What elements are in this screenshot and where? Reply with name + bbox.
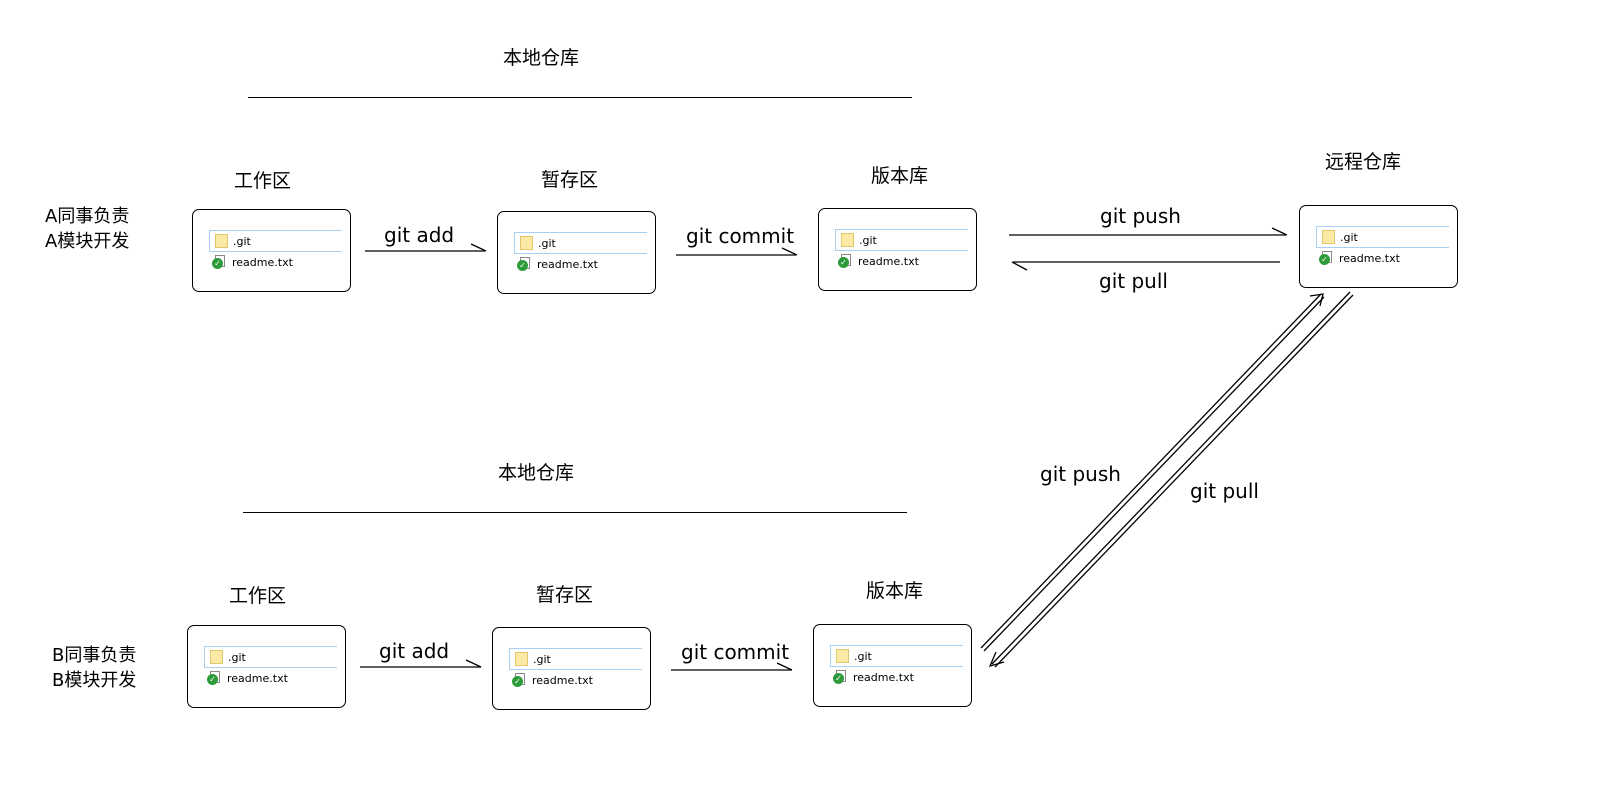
readme-row: readme.txt	[830, 667, 963, 687]
repository-a-box: .git readme.txt	[818, 208, 977, 291]
git-dir-name: .git	[854, 649, 872, 663]
readme-name: readme.txt	[537, 257, 598, 271]
owner-b-label: B同事负责 B模块开发	[52, 643, 136, 693]
git-dir-name: .git	[1340, 230, 1358, 244]
git-dir-row: .git	[514, 232, 647, 254]
readme-name: readme.txt	[532, 673, 593, 687]
git-add-b-arrow	[360, 659, 482, 668]
text-file-check-icon	[833, 670, 847, 684]
git-dir-name: .git	[233, 234, 251, 248]
text-file-check-icon	[1319, 251, 1333, 265]
git-push-a-label: git push	[1100, 204, 1181, 228]
git-push-b-label: git push	[1040, 462, 1121, 486]
readme-row: readme.txt	[204, 668, 337, 688]
readme-row: readme.txt	[509, 670, 642, 690]
remote-repo-box: .git readme.txt	[1299, 205, 1458, 288]
folder-icon	[1322, 230, 1335, 244]
git-dir-name: .git	[228, 650, 246, 664]
owner-b-line2: B模块开发	[52, 670, 137, 691]
folder-icon	[520, 236, 533, 250]
staging-area-a-box: .git readme.txt	[497, 211, 656, 294]
readme-name: readme.txt	[853, 670, 914, 684]
git-add-a-label: git add	[384, 223, 455, 247]
text-file-check-icon	[512, 673, 526, 687]
git-dir-row: .git	[204, 646, 337, 668]
git-add-b-label: git add	[379, 639, 450, 663]
git-push-b-arrow	[980, 293, 1325, 652]
local-repo-a-divider	[248, 97, 912, 98]
work-area-b-label: 工作区	[229, 585, 287, 607]
git-dir-name: .git	[533, 652, 551, 666]
git-dir-row: .git	[509, 648, 642, 670]
folder-icon	[515, 652, 528, 666]
folder-icon	[210, 650, 223, 664]
text-file-check-icon	[517, 257, 531, 271]
readme-row: readme.txt	[1316, 248, 1449, 268]
text-file-check-icon	[207, 671, 221, 685]
readme-row: readme.txt	[835, 251, 968, 271]
readme-name: readme.txt	[858, 254, 919, 268]
git-add-a-arrow	[365, 243, 487, 252]
git-commit-b-arrow	[671, 662, 793, 671]
git-pull-a-arrow	[1011, 261, 1280, 271]
work-area-b-box: .git readme.txt	[187, 625, 346, 708]
repository-b-box: .git readme.txt	[813, 624, 972, 707]
readme-name: readme.txt	[227, 671, 288, 685]
git-dir-name: .git	[538, 236, 556, 250]
git-commit-a-label: git commit	[686, 224, 795, 248]
owner-b-line1: B同事负责	[52, 645, 137, 666]
local-repo-a-title: 本地仓库	[503, 47, 580, 69]
staging-area-b-box: .git readme.txt	[492, 627, 651, 710]
git-commit-b-label: git commit	[681, 640, 790, 664]
work-area-a-label: 工作区	[234, 170, 292, 192]
git-pull-b-label: git pull	[1190, 479, 1259, 503]
staging-area-b-label: 暂存区	[536, 584, 594, 606]
git-pull-a-label: git pull	[1099, 269, 1168, 293]
local-repo-b-title: 本地仓库	[498, 462, 575, 484]
git-push-a-arrow	[1009, 227, 1288, 236]
git-dir-row: .git	[830, 645, 963, 667]
git-dir-row: .git	[1316, 226, 1449, 248]
git-commit-a-arrow	[676, 247, 798, 256]
folder-icon	[215, 234, 228, 248]
folder-icon	[841, 233, 854, 247]
repository-a-label: 版本库	[871, 165, 929, 187]
owner-a-label: A同事负责 A模块开发	[45, 204, 129, 254]
folder-icon	[836, 649, 849, 663]
remote-repo-label: 远程仓库	[1325, 151, 1402, 173]
readme-name: readme.txt	[232, 255, 293, 269]
git-dir-row: .git	[209, 230, 342, 252]
text-file-check-icon	[838, 254, 852, 268]
readme-row: readme.txt	[514, 254, 647, 274]
repository-b-label: 版本库	[866, 580, 924, 602]
text-file-check-icon	[212, 255, 226, 269]
git-pull-b-arrow	[988, 291, 1354, 668]
owner-a-line1: A同事负责	[45, 206, 130, 227]
git-dir-name: .git	[859, 233, 877, 247]
work-area-a-box: .git readme.txt	[192, 209, 351, 292]
readme-name: readme.txt	[1339, 251, 1400, 265]
local-repo-b-divider	[243, 512, 907, 513]
git-dir-row: .git	[835, 229, 968, 251]
owner-a-line2: A模块开发	[45, 231, 130, 252]
staging-area-a-label: 暂存区	[541, 169, 599, 191]
readme-row: readme.txt	[209, 252, 342, 272]
